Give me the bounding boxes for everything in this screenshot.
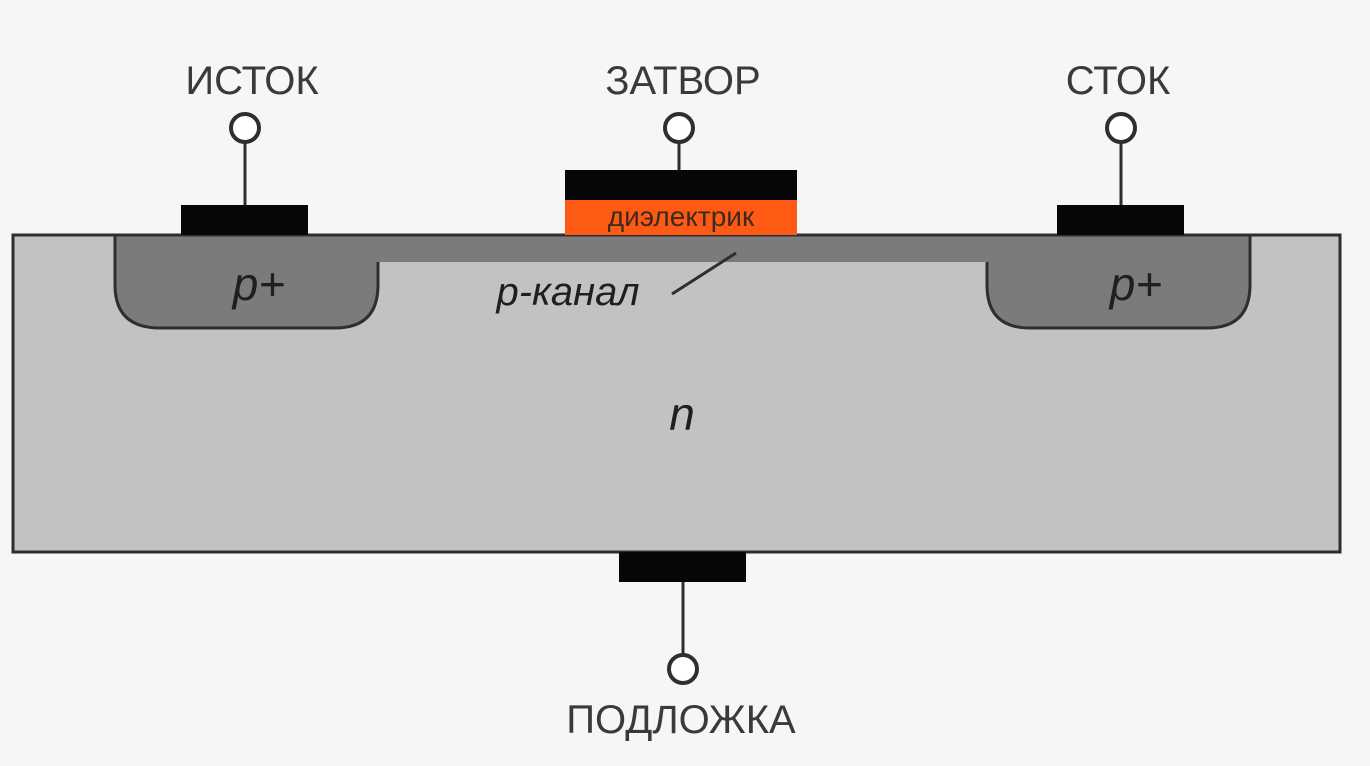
gate-dielectric <box>565 199 797 235</box>
gate-terminal-icon <box>663 112 695 144</box>
source-label: ИСТОК <box>185 59 319 103</box>
dielectric-label: диэлектрик <box>608 201 755 232</box>
p-plus-source-region <box>113 233 380 330</box>
drain-contact <box>1057 205 1184 235</box>
p-plus-drain-label: p+ <box>1108 258 1162 310</box>
gate-contact <box>565 170 797 200</box>
p-channel <box>376 236 989 262</box>
p-plus-source-label: p+ <box>231 258 285 310</box>
drain-label: СТОК <box>1066 59 1171 103</box>
gate-label: ЗАТВОР <box>605 59 760 103</box>
channel-pointer <box>671 251 737 296</box>
p-plus-drain-region <box>985 233 1252 330</box>
channel-label: р-канал <box>495 270 639 314</box>
substrate-contact <box>619 552 746 582</box>
substrate-terminal-icon <box>667 653 699 685</box>
source-terminal-icon <box>229 112 261 144</box>
n-region-label: n <box>669 388 695 440</box>
drain-terminal-icon <box>1105 112 1137 144</box>
substrate-label: ПОДЛОЖКА <box>566 698 796 742</box>
source-contact <box>181 205 308 235</box>
